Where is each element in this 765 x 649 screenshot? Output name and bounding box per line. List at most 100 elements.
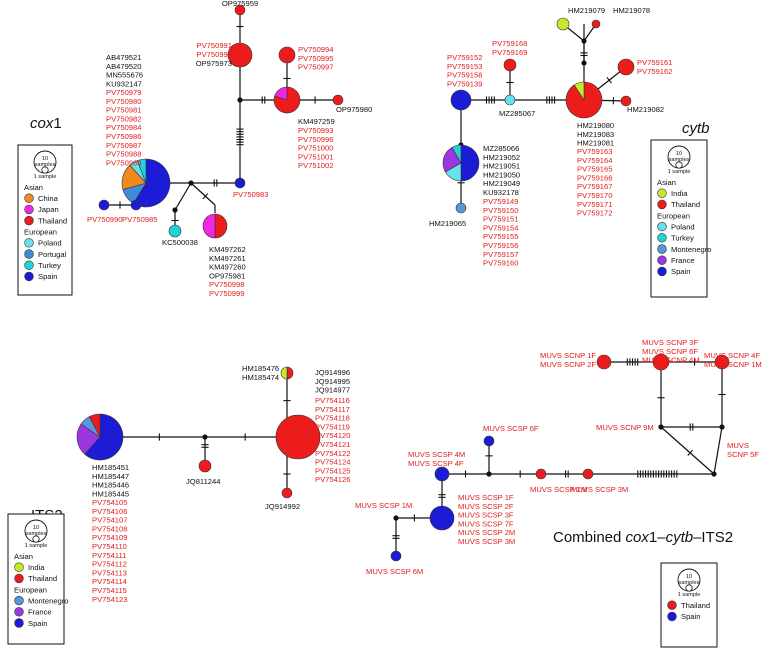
haplotype-label: PV754121	[315, 440, 350, 449]
haplotype-label: JQ914977	[315, 386, 350, 395]
legend-swatch	[657, 266, 667, 277]
haplotype-label: HM219050	[483, 170, 520, 179]
network-edge	[190, 182, 216, 206]
size-label-samples: samples	[669, 157, 690, 163]
haplotype-label: HM219082	[627, 105, 664, 114]
haplotype-label: HM185445	[92, 489, 129, 498]
haplotype-label: OP975959	[222, 0, 258, 8]
legend-swatch	[657, 188, 667, 198]
cox1-node-km497259	[273, 86, 301, 114]
pie-slice	[98, 199, 110, 211]
size-label-10: 10	[686, 574, 692, 580]
pie-slice	[130, 199, 142, 211]
haplotype-label: MUVS SCNP 4M	[642, 356, 700, 365]
haplotype-label: MUVS SCNP 2F	[540, 360, 596, 369]
haplotype-label: PV750987	[106, 141, 141, 150]
title-part: –ITS2	[693, 529, 733, 546]
haplotype-label: PV759170	[577, 191, 612, 200]
haplotype-label: MUVS SCSP 1M	[355, 501, 412, 510]
pie-slice	[573, 81, 585, 102]
haplotype-label: MUVS SCNP 1M	[704, 360, 762, 369]
legend-item-label: Spain	[28, 619, 47, 628]
legend-swatch	[14, 595, 24, 606]
haplotype-label: MUVS SCSP 6F	[483, 424, 539, 433]
pie-slice	[168, 224, 182, 238]
median-vector-node	[711, 471, 717, 477]
pie-slice	[76, 423, 101, 455]
haplotype-label: JQ811244	[186, 477, 220, 486]
haplotype-label: PV751002	[298, 161, 333, 170]
size-label-1-sample: 1 sample	[668, 169, 691, 175]
title-part: cytb	[666, 529, 694, 546]
mutation-tick	[606, 77, 612, 84]
legend-swatch	[14, 573, 24, 584]
haplotype-label: MUVS SCNP 9M	[596, 423, 654, 432]
cytb-node-mz285067	[504, 94, 516, 106]
haplotype-label: PV759164	[577, 156, 612, 165]
haplotype-label: HM185447	[92, 472, 129, 481]
cox1-node-pv750985	[130, 199, 142, 211]
haplotype-label: HM185451	[92, 463, 129, 472]
haplotype-label: PV750996	[298, 135, 333, 144]
comb-node-scsp3m	[582, 468, 594, 480]
legend-group-name: Asian	[14, 552, 33, 561]
legend-item-label: Portugal	[38, 250, 67, 259]
haplotype-label: PV759150	[483, 206, 518, 215]
cox1-node-km497262	[202, 213, 228, 239]
pie-slice	[455, 202, 467, 214]
haplotype-label: PV759149	[483, 197, 518, 206]
haplotype-label: PV759160	[483, 259, 518, 268]
its2-node-jq811244	[198, 459, 212, 473]
comb-node-scsp1f	[429, 505, 455, 531]
cox1-node-pv750990	[98, 199, 110, 211]
comb-node-scnp3f	[652, 353, 670, 371]
haplotype-label: OP975981	[209, 271, 245, 280]
network-edges	[104, 10, 723, 556]
cytb-node-hm219065	[455, 202, 467, 214]
haplotype-label: PV750985	[122, 215, 157, 224]
legend-item-label: Thailand	[671, 200, 700, 209]
pie-slice	[565, 81, 603, 119]
haplotype-label: KU932178	[483, 188, 519, 197]
cytb-node-pv759152	[450, 89, 472, 111]
title-part: cox	[626, 529, 650, 546]
title-part: Combined	[553, 529, 626, 546]
haplotype-label: MUVS SCSP 1F	[458, 493, 514, 502]
haplotype-label: PV759139	[447, 79, 482, 88]
pie-slice	[504, 94, 516, 106]
mutation-tick	[202, 193, 209, 200]
its2-node-jq	[275, 414, 321, 460]
haplotype-label: PV750990	[87, 215, 122, 224]
its2-node-hm185476	[280, 366, 294, 380]
haplotype-label: MUVS SCSP 6M	[366, 567, 423, 576]
size-circle-small	[32, 535, 40, 543]
haplotype-label: MUVS SCNP 1F	[540, 351, 596, 360]
haplotype-label: HM185474	[242, 373, 279, 382]
pie-slice	[503, 58, 517, 72]
cytb-title: cytb	[682, 120, 710, 137]
legend-swatch	[667, 611, 677, 622]
cox1-node-pv750983	[234, 177, 246, 189]
legend-swatch	[24, 193, 34, 203]
legend-swatch	[657, 233, 667, 243]
pie-slice	[620, 95, 632, 107]
comb-node-scsp2m	[535, 468, 547, 480]
haplotype-label: MUVS SCSP 2M	[530, 485, 587, 494]
pie-slice	[274, 86, 288, 101]
pie-slice	[429, 505, 455, 531]
haplotype-label: HM185446	[92, 481, 129, 490]
pie-slice	[591, 19, 601, 29]
haplotype-label: PV759163	[577, 147, 612, 156]
size-label-1-sample: 1 sample	[25, 543, 48, 549]
haplotype-label: HM219049	[483, 179, 520, 188]
haplotype-label: PV754105	[92, 498, 127, 507]
legend-swatch	[24, 260, 34, 270]
haplotype-label: PV751001	[298, 152, 333, 161]
pie-slice	[535, 468, 547, 480]
haplotype-label: HM219080	[577, 121, 614, 130]
haplotype-label: JQ914995	[315, 377, 350, 386]
legend-swatch	[657, 199, 667, 210]
median-vector-node	[658, 424, 664, 430]
pie-slice	[234, 177, 246, 189]
